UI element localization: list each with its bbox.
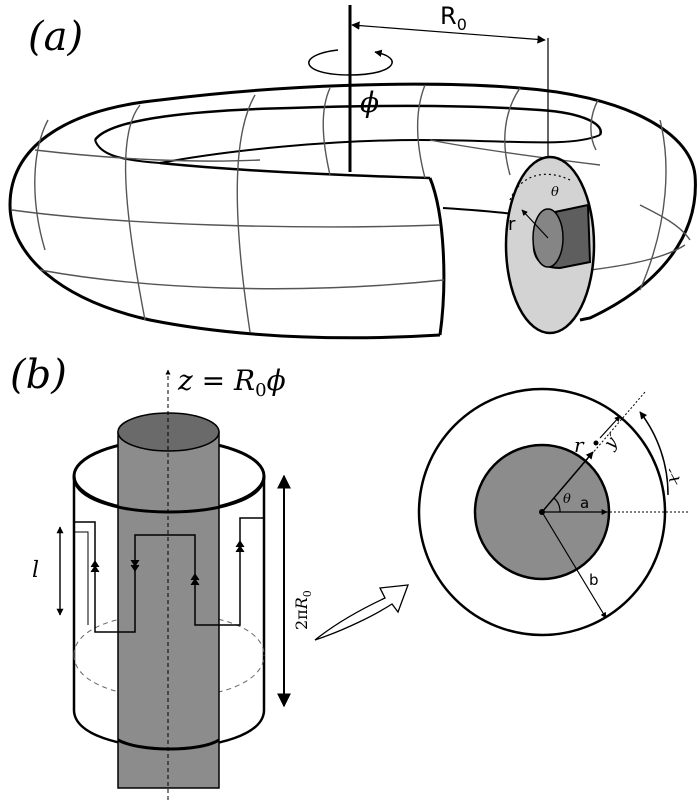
- torus-hole-inner: [94, 134, 601, 165]
- torus-outer-outline: [8, 82, 697, 322]
- inner-cylinder-bottom-band: [117, 738, 220, 751]
- toroidal-angle-label: ϕ: [360, 86, 379, 119]
- torus-hole-outline: [93, 104, 602, 141]
- cross-section-theta-arc: [509, 173, 571, 201]
- torus-cut-left-top: [159, 161, 431, 180]
- torus-cut-left: [428, 177, 446, 336]
- z-axis-label: z = R0ϕ: [177, 364, 286, 401]
- x-prime-arc: [639, 411, 669, 496]
- minor-radius-arrow: [521, 209, 549, 239]
- y-prime-arrow: [599, 415, 621, 439]
- cs-r-label: r: [574, 433, 585, 457]
- r-vector-tip: [593, 440, 599, 446]
- torus-front-bottom-outline: [8, 204, 441, 340]
- torus-grid: [11, 84, 691, 333]
- panel-b-label: (b): [10, 352, 67, 398]
- transform-arrow: [314, 584, 409, 641]
- current-loop: [74, 517, 264, 633]
- theta-arc: [553, 497, 561, 513]
- outer-radius-arrow: [541, 511, 607, 619]
- rotation-arrow: [308, 49, 393, 76]
- current-direction-arrows: [90, 540, 245, 586]
- length-label: l: [32, 558, 39, 583]
- major-radius-dimension: [351, 21, 546, 44]
- panel-a: (a) ϕ: [8, 2, 697, 340]
- r-vector: [541, 451, 594, 513]
- cs-b-label: b: [589, 571, 599, 589]
- cs-x-prime-label: x′: [663, 467, 686, 486]
- poloidal-angle-label: θ: [551, 185, 559, 200]
- cs-theta-label: θ: [563, 492, 571, 507]
- panel-a-label: (a): [28, 14, 83, 60]
- panel-b: (b) z = R0ϕ l 2πR0: [10, 352, 690, 800]
- cs-a-label: a: [580, 494, 589, 512]
- minor-radius-label: r: [508, 214, 516, 235]
- outer-top-front-edge: [72, 475, 266, 514]
- cross-section-view: r θ a b y′ x′: [417, 387, 690, 637]
- major-radius-label: R0: [440, 2, 467, 34]
- period-label: 2πR0: [292, 590, 314, 630]
